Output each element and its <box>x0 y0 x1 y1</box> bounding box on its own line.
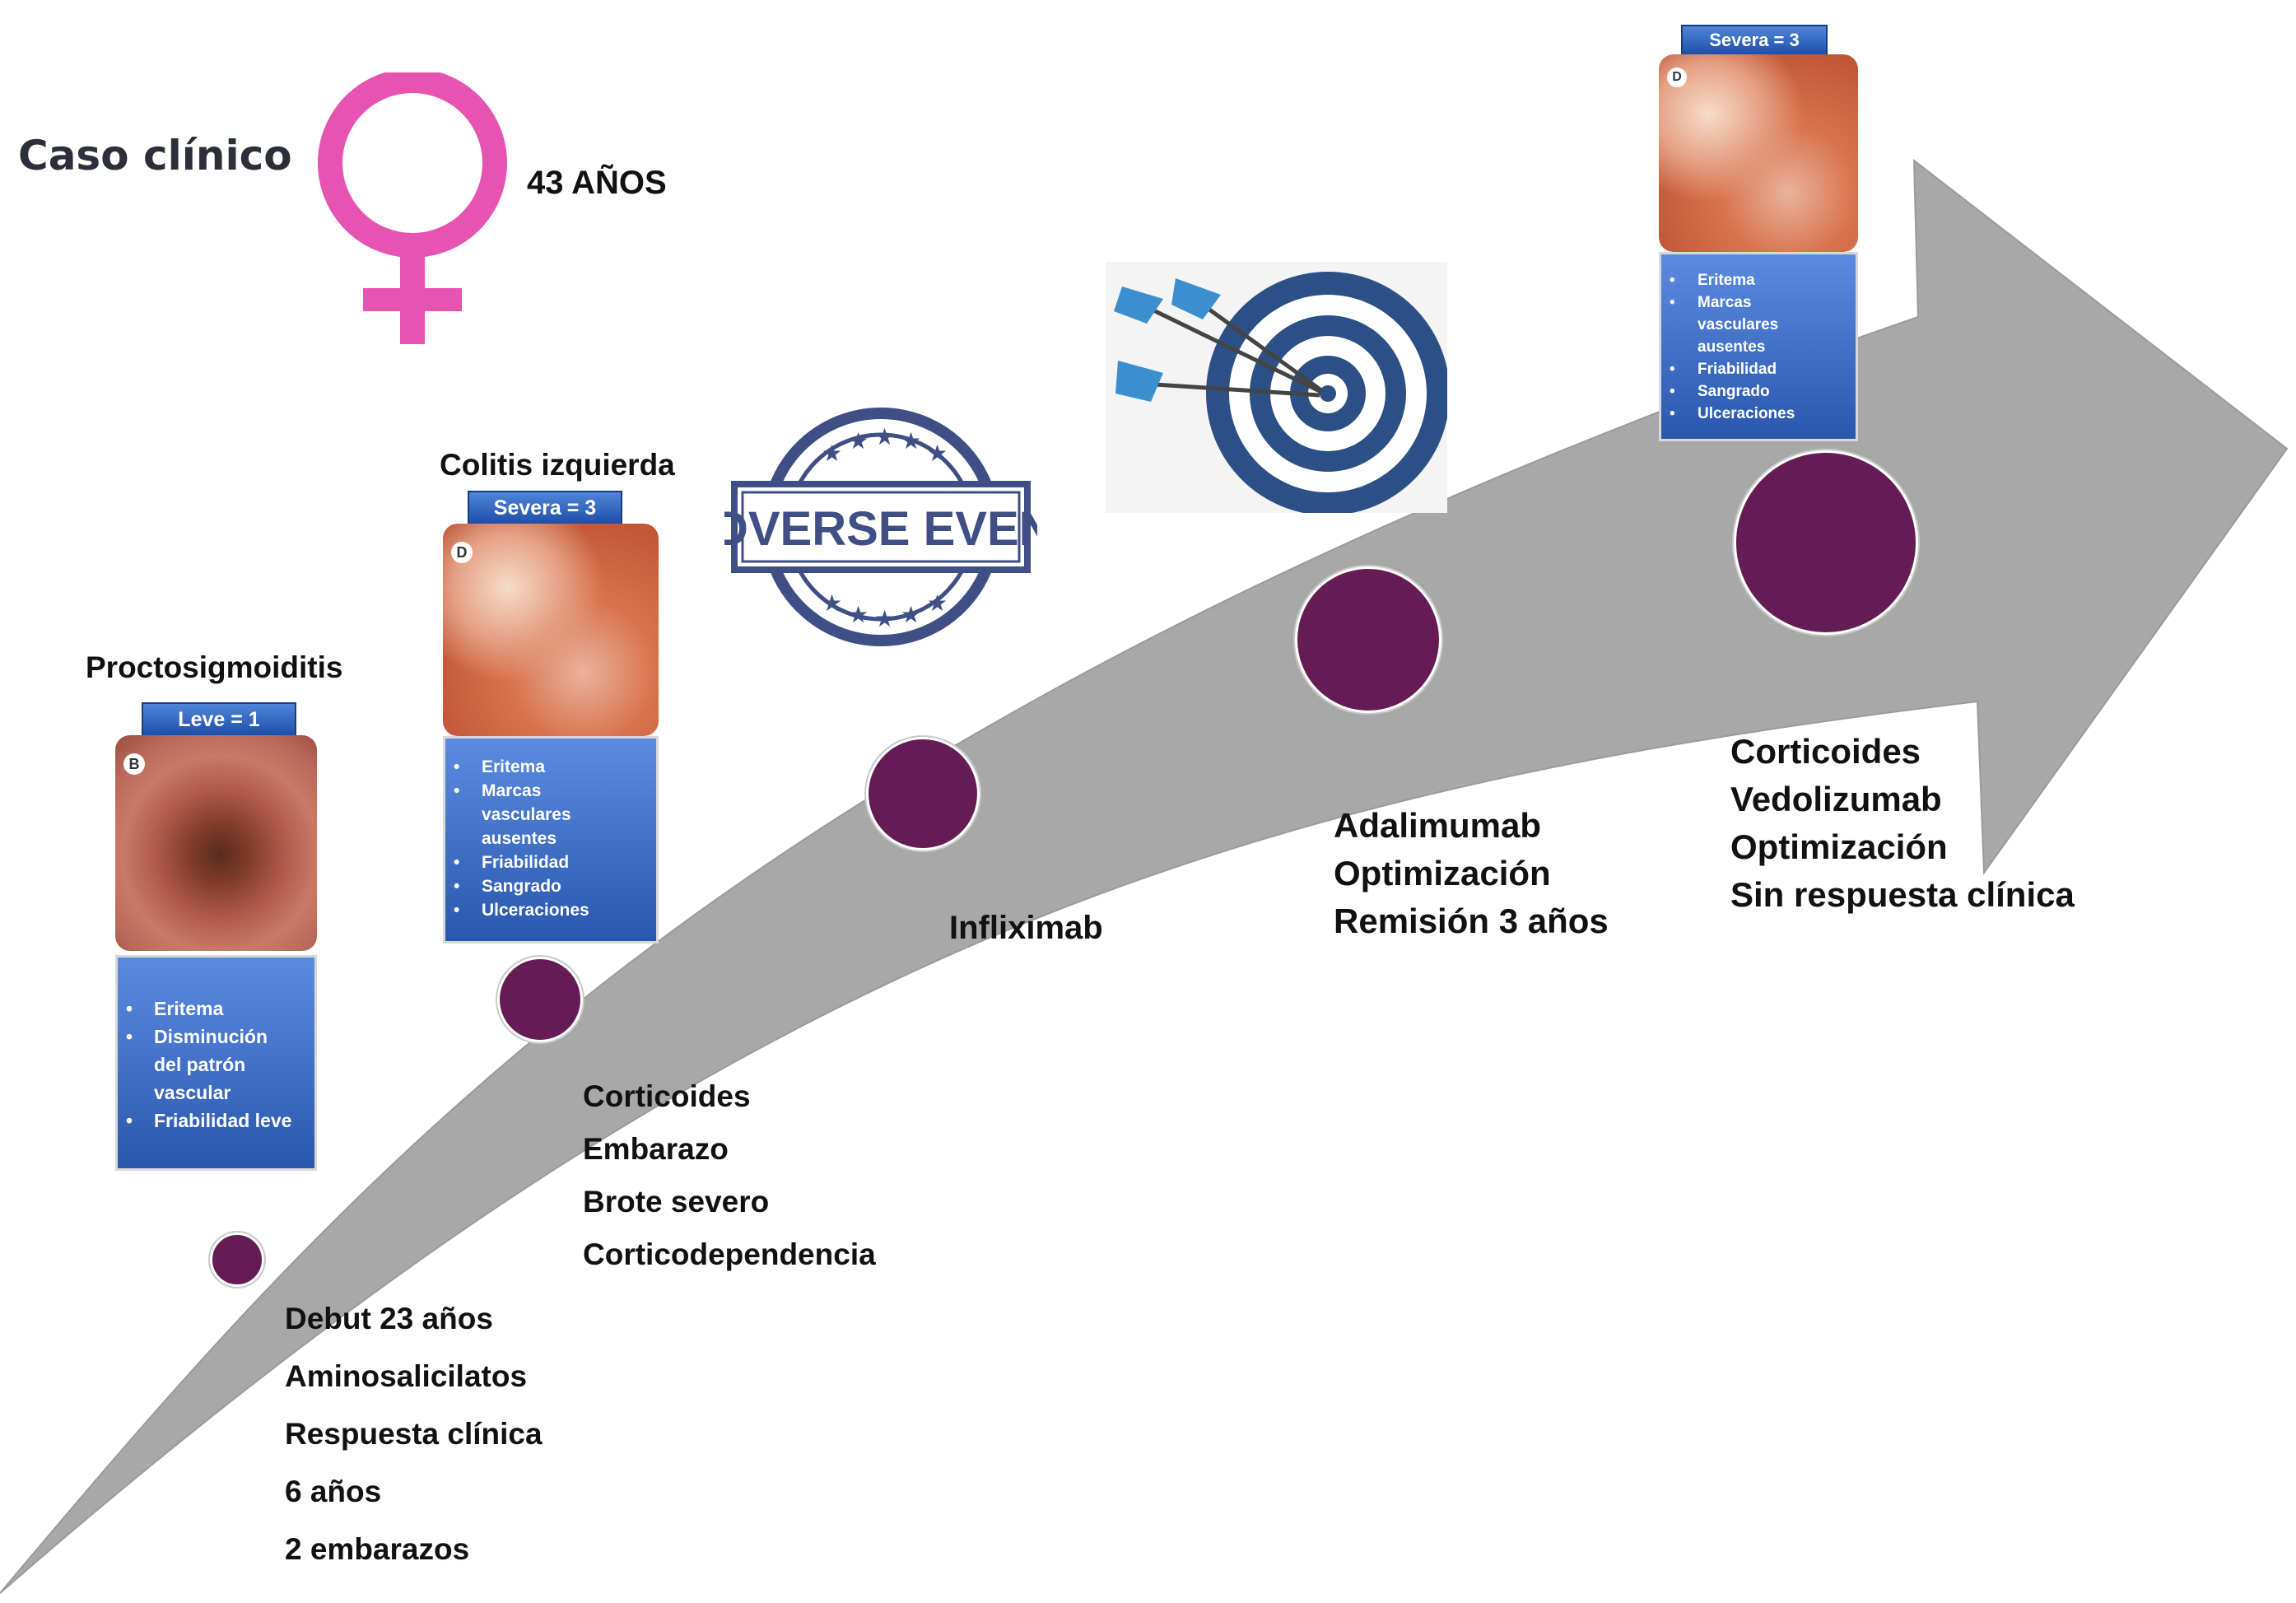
finding-item: Friabilidad <box>482 850 656 874</box>
stage5-image-letter: D <box>1667 68 1687 87</box>
note-line: Respuesta clínica <box>285 1405 543 1463</box>
note-line: Brote severo <box>583 1176 876 1228</box>
finding-item: Marcas vasculares ausentes <box>482 779 597 850</box>
timeline-dot-5 <box>1734 450 1918 635</box>
stage1-notes: Debut 23 años Aminosalicilatos Respuesta… <box>285 1290 543 1578</box>
stage1-title: Proctosigmoiditis <box>86 650 342 685</box>
note-line: Corticoides <box>583 1070 876 1123</box>
timeline-dot-2 <box>497 957 583 1042</box>
finding-item: Friabilidad leve <box>154 1107 314 1135</box>
timeline-dot-4 <box>1295 566 1441 713</box>
finding-item: Ulceraciones <box>1698 403 1856 425</box>
note-line: Corticodependencia <box>583 1228 876 1281</box>
svg-text:★: ★ <box>874 423 895 450</box>
note-line: Optimización <box>1334 850 1609 897</box>
finding-item: Eritema <box>482 755 656 779</box>
stage5-endoscopy-image: D <box>1659 54 1858 252</box>
finding-item: Ulceraciones <box>482 898 656 922</box>
target-darts-icon <box>1106 262 1447 513</box>
stage2-title: Colitis izquierda <box>440 448 675 482</box>
patient-age: 43 AÑOS <box>527 165 667 202</box>
stage2-image-letter: D <box>451 542 473 563</box>
stage1-findings-panel: Eritema Disminución del patrón vascular … <box>115 955 317 1171</box>
svg-text:★: ★ <box>901 601 921 628</box>
stage4-notes: Adalimumab Optimización Remisión 3 años <box>1334 802 1609 945</box>
finding-item: Eritema <box>154 995 314 1023</box>
page-title: Caso clínico <box>18 132 292 179</box>
svg-text:★: ★ <box>927 440 948 467</box>
finding-item: Marcas vasculares ausentes <box>1698 291 1805 358</box>
finding-item: Disminución del patrón vascular <box>154 1023 294 1107</box>
note-line: Remisión 3 años <box>1334 897 1609 945</box>
svg-text:★: ★ <box>927 589 948 617</box>
note-line: Sin respuesta clínica <box>1730 871 2075 919</box>
note-line: Adalimumab <box>1334 802 1609 850</box>
svg-text:★: ★ <box>874 605 895 632</box>
note-line: Debut 23 años <box>285 1290 543 1348</box>
note-line: Corticoides <box>1730 728 2075 776</box>
timeline-dot-1 <box>210 1233 264 1287</box>
stage5-severity-badge: Severa = 3 <box>1681 25 1828 56</box>
finding-item: Sangrado <box>1698 380 1856 403</box>
stamp-text: ADVERSE EVENT <box>724 502 1037 556</box>
note-line: 2 embarazos <box>285 1521 543 1578</box>
stage3-notes: Infliximab <box>949 910 1103 947</box>
svg-text:★: ★ <box>822 440 842 467</box>
stage2-endoscopy-image: D <box>443 524 659 736</box>
female-symbol-icon <box>310 72 515 352</box>
finding-item: Eritema <box>1698 269 1856 291</box>
svg-text:★: ★ <box>848 427 869 454</box>
note-line: 6 años <box>285 1463 543 1521</box>
finding-item: Friabilidad <box>1698 358 1856 380</box>
finding-item: Sangrado <box>482 874 656 898</box>
stage2-notes: Corticoides Embarazo Brote severo Cortic… <box>583 1070 876 1281</box>
stage5-notes: Corticoides Vedolizumab Optimización Sin… <box>1730 728 2075 919</box>
stage2-severity-badge: Severa = 3 <box>468 491 622 525</box>
stage2-findings-panel: Eritema Marcas vasculares ausentes Friab… <box>443 736 659 944</box>
stage1-image-letter: B <box>123 753 145 775</box>
note-line: Vedolizumab <box>1730 776 2075 823</box>
adverse-event-stamp-icon: ★★★★★ ★★★★★ ADVERSE EVENT <box>724 403 1037 650</box>
note-line: Optimización <box>1730 823 2075 871</box>
svg-text:★: ★ <box>822 589 842 617</box>
timeline-dot-3 <box>866 737 980 850</box>
note-line: Embarazo <box>583 1123 876 1176</box>
stage5-findings-panel: Eritema Marcas vasculares ausentes Friab… <box>1659 252 1858 441</box>
note-line: Aminosalicilatos <box>285 1348 543 1405</box>
svg-text:★: ★ <box>901 427 921 454</box>
svg-text:★: ★ <box>848 601 869 628</box>
stage1-severity-badge: Leve = 1 <box>142 702 296 737</box>
stage1-endoscopy-image: B <box>115 735 317 951</box>
